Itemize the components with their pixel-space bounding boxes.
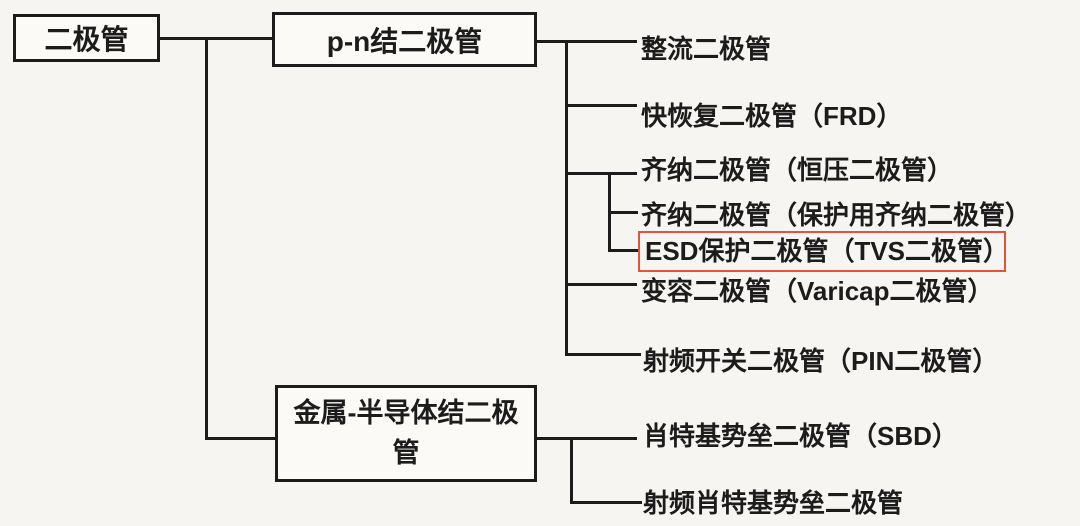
leaf-zener-regulator-diode: 齐纳二极管（恒压二极管） [641,155,954,185]
connector-metal-to-sbd [537,437,637,440]
connector-zener-protection [608,211,638,214]
trunk-pn-vertical [565,40,568,356]
connector-root-to-pn [157,37,272,40]
connector-trunk-to-metal [205,437,275,440]
connector-rf-schottky [570,501,642,504]
leaf-varicap-diode: 变容二极管（Varicap二极管） [641,276,994,306]
leaf-zener-protection-diode: 齐纳二极管（保护用齐纳二极管） [641,200,1032,230]
leaf-rectifier-diode: 整流二极管 [641,34,772,64]
node-metal-semiconductor-diode: 金属-半导体结二极管 [275,385,537,482]
leaf-rf-switch-pin-diode: 射频开关二极管（PIN二极管） [643,346,999,376]
connector-frd [565,104,637,107]
node-metal-semiconductor-diode-label: 金属-半导体结二极管 [293,398,519,468]
trunk-metal-vertical [570,437,573,504]
leaf-fast-recovery-diode: 快恢复二极管（FRD） [641,101,903,131]
node-diode-label: 二极管 [44,24,129,55]
esd-highlight-box: ESD保护二极管（TVS二极管） [638,231,1010,272]
node-pn-junction-diode: p-n结二极管 [272,12,537,67]
connector-pn-to-rectifier [537,40,637,43]
connector-zener-regulator [565,172,637,175]
leaf-esd-protection-diode: ESD保护二极管（TVS二极管） [645,236,1010,266]
connector-varicap [565,283,637,286]
node-pn-junction-diode-label: p-n结二极管 [326,25,483,57]
trunk-root-vertical [205,37,208,440]
leaf-schottky-barrier-diode: 肖特基势垒二极管（SBD） [643,421,958,451]
leaf-rf-schottky-barrier-diode: 射频肖特基势垒二极管 [643,488,904,518]
connector-esd [608,249,638,252]
connector-pin [565,353,641,356]
node-diode: 二极管 [13,14,160,62]
